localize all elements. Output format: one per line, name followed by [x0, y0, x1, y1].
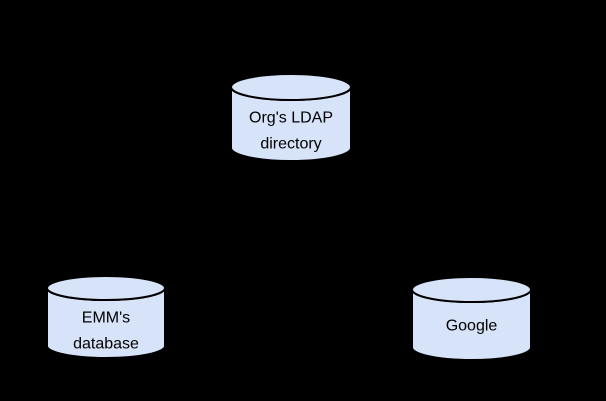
- db-label-line: directory: [260, 136, 321, 153]
- db-label-line: Google: [446, 318, 498, 335]
- database-cylinder-top: [230, 73, 352, 101]
- db-label-line: Org's LDAP: [249, 110, 333, 127]
- database-cylinder-top: [411, 276, 532, 303]
- db-node-google: Google: [411, 276, 532, 361]
- db-label-line: database: [73, 336, 139, 353]
- db-label-line: EMM's: [82, 310, 130, 327]
- db-node-org-ldap-directory: Org's LDAP directory: [230, 73, 352, 162]
- db-node-emm-database: EMM's database: [46, 275, 166, 359]
- database-cylinder-top: [46, 275, 166, 301]
